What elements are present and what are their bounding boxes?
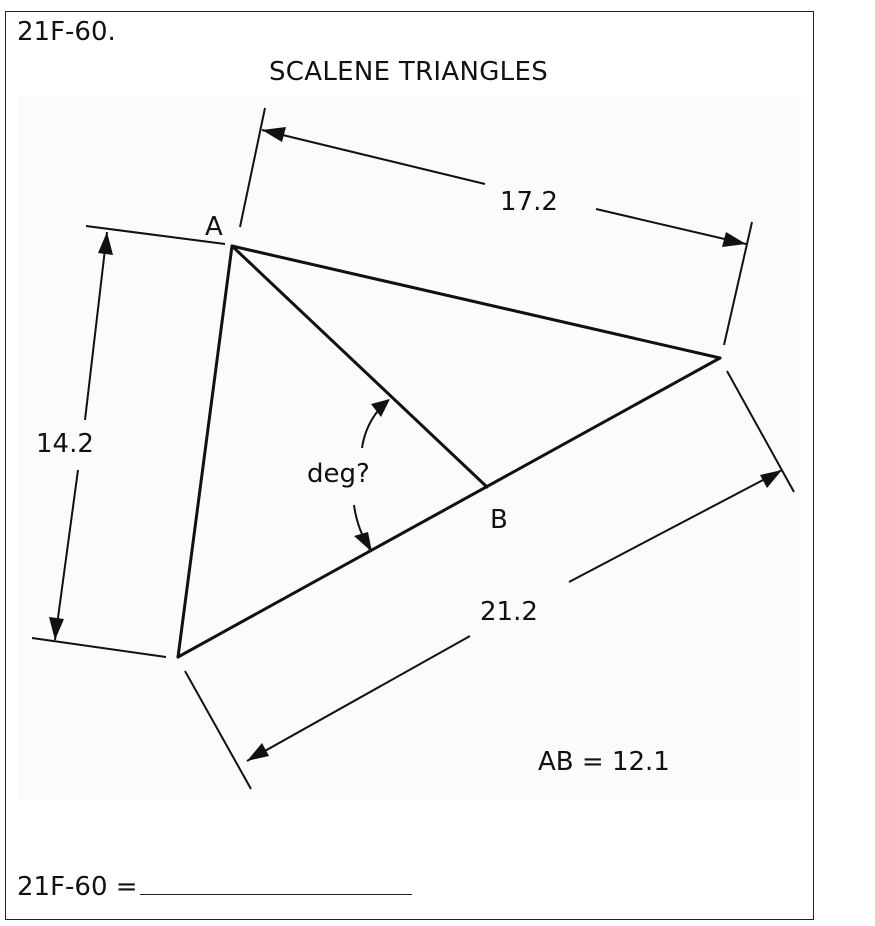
- extension-line-top-right: [723, 221, 753, 346]
- page-title: SCALENE TRIANGLES: [268, 57, 548, 87]
- dimension-line-14-2-top: [84, 231, 108, 421]
- dimension-line-14-2-bottom: [54, 469, 79, 641]
- segment-ab: [230, 244, 489, 489]
- extension-line-bottom-left: [184, 670, 252, 790]
- drawing-area: [18, 97, 801, 800]
- side-a-to-right: [230, 244, 722, 360]
- extension-line-left-bottom: [31, 637, 167, 658]
- arrowhead-17-2-right: [722, 232, 746, 247]
- extension-line-top-left: [239, 107, 266, 228]
- vertex-a-label: A: [205, 212, 223, 242]
- arrowhead-14-2-bottom: [49, 617, 64, 640]
- dimension-line-17-2-right: [595, 208, 747, 245]
- arrowhead-angle-upper: [371, 399, 390, 417]
- angle-label: deg?: [307, 459, 370, 489]
- answer-line: 21F-60 =: [17, 868, 412, 902]
- arrowhead-angle-lower: [354, 532, 372, 552]
- dimension-line-17-2-left: [261, 129, 486, 185]
- dimension-label-bottom: 21.2: [480, 597, 538, 627]
- extension-line-bottom-right: [726, 370, 795, 493]
- arrowhead-17-2-left: [262, 127, 286, 142]
- dimension-line-21-2-left: [246, 635, 471, 762]
- arrowhead-21-2-left: [247, 743, 269, 761]
- arrowhead-14-2-top: [98, 232, 113, 255]
- problem-id: 21F-60.: [17, 17, 116, 47]
- dimension-label-top: 17.2: [500, 187, 558, 217]
- extension-line-left-top: [85, 225, 226, 245]
- dimension-line-21-2-right: [568, 469, 783, 583]
- side-a-to-bottom: [176, 244, 234, 659]
- dimension-label-left: 14.2: [36, 429, 94, 459]
- given-length: AB = 12.1: [538, 747, 670, 777]
- answer-blank[interactable]: [139, 868, 412, 895]
- side-bottom-to-right: [176, 356, 722, 659]
- arrowhead-21-2-right: [760, 470, 782, 488]
- answer-label: 21F-60 =: [17, 872, 138, 902]
- point-b-label: B: [490, 505, 508, 535]
